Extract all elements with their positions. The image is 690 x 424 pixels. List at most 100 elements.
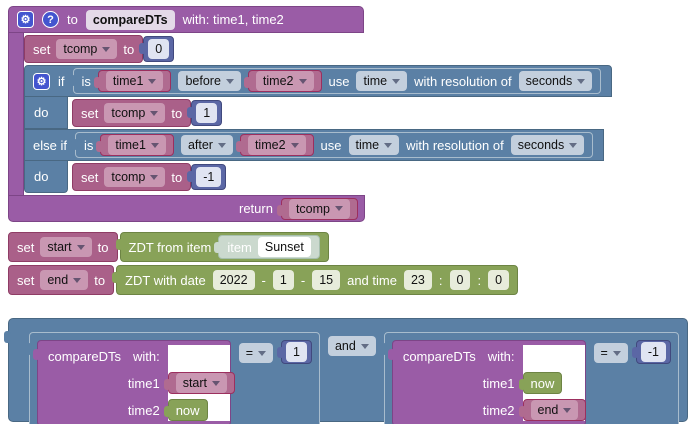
function-params-label: with: time1, time2 [182, 12, 284, 27]
number-block[interactable]: 1 [187, 100, 223, 126]
argument-sockets: start now [163, 345, 236, 421]
item-name-field[interactable]: Sunset [257, 237, 311, 257]
number-block[interactable]: 1 [277, 340, 312, 364]
to-label: to [171, 105, 183, 121]
variable-dropdown[interactable]: start [175, 373, 228, 393]
gear-icon[interactable]: ⚙ [17, 11, 34, 28]
dropdown-arrow-icon [258, 350, 267, 356]
set-variable-block[interactable]: set tcomp to [72, 163, 192, 191]
number-field[interactable]: 1 [196, 103, 218, 123]
if-condition-row[interactable]: ⚙ if is time1 before [24, 65, 613, 97]
set-variable-block[interactable]: set tcomp to [24, 35, 144, 63]
dropdown-arrow-icon [150, 110, 159, 116]
now-block[interactable]: now [163, 399, 208, 421]
variable-get-block[interactable]: start [163, 372, 236, 394]
equality-compare-block[interactable]: compareDTs with: time1 time2 start [25, 332, 320, 424]
number-field[interactable]: -1 [196, 167, 222, 187]
year-field[interactable]: 2022 [212, 270, 255, 290]
logic-operator-dropdown[interactable]: and [327, 336, 376, 356]
source-dropdown[interactable]: time [356, 71, 408, 91]
dropdown-arrow-icon [335, 206, 343, 211]
operator-dropdown[interactable]: = [238, 343, 274, 363]
variable-dropdown[interactable]: tcomp [56, 39, 118, 59]
datetime-compare-block[interactable]: is time1 after time2 [70, 132, 594, 158]
dash-separator: - [300, 272, 306, 288]
variable-dropdown[interactable]: start [40, 237, 92, 257]
item-block[interactable]: item Sunset [214, 235, 320, 259]
minute-field[interactable]: 0 [449, 270, 471, 290]
set-label: set [81, 169, 99, 185]
variable-dropdown[interactable]: time1 [105, 71, 164, 91]
function-header[interactable]: ⚙ ? to compareDTs with: time1, time2 [8, 6, 364, 33]
number-block[interactable]: -1 [631, 340, 671, 364]
variable-get-block[interactable]: tcomp [276, 197, 358, 220]
variable-dropdown[interactable]: tcomp [104, 167, 166, 187]
to-label: to [97, 239, 109, 255]
resolution-dropdown[interactable]: seconds [518, 71, 593, 91]
hour-field[interactable]: 23 [403, 270, 432, 290]
variable-get-block[interactable]: time2 [243, 70, 322, 92]
zdt-with-date-label: ZDT with date [125, 272, 206, 288]
zdt-from-item-block[interactable]: ZDT from item item Sunset [115, 232, 329, 262]
variable-get-block[interactable]: time1 [96, 134, 174, 156]
function-name-field[interactable]: compareDTs [85, 9, 175, 30]
param-label: time2 [127, 402, 160, 418]
dropdown-arrow-icon [73, 277, 82, 283]
month-field[interactable]: 1 [272, 270, 294, 290]
variable-dropdown[interactable]: tcomp [288, 198, 350, 219]
function-call-block[interactable]: compareDTs with: time1 time2 now [387, 340, 587, 424]
set-end-statement[interactable]: set end to ZDT with date 2022 - 1 - 15 a… [8, 265, 519, 295]
elseif-condition-row[interactable]: else if is time1 after [24, 129, 605, 161]
second-field[interactable]: 0 [488, 270, 510, 290]
help-icon[interactable]: ? [42, 11, 59, 28]
number-block[interactable]: 0 [139, 36, 175, 62]
variable-get-block[interactable]: time2 [235, 134, 314, 156]
variable-dropdown[interactable]: time2 [255, 71, 314, 91]
operator-dropdown[interactable]: = [593, 343, 628, 363]
use-label: use [320, 137, 342, 153]
dropdown-arrow-icon [76, 244, 85, 250]
operator-dropdown[interactable]: after [180, 135, 233, 155]
number-field[interactable]: -1 [640, 342, 666, 362]
zdt-with-date-block[interactable]: ZDT with date 2022 - 1 - 15 and time 23 … [112, 265, 519, 295]
number-block[interactable]: -1 [187, 164, 227, 190]
variable-get-block[interactable]: end [518, 399, 587, 421]
variable-dropdown[interactable]: time2 [247, 135, 306, 155]
function-return-row[interactable]: return tcomp [8, 195, 365, 222]
function-definition-block[interactable]: ⚙ ? to compareDTs with: time1, time2 set… [8, 6, 613, 222]
if-label: if [58, 73, 65, 89]
and-logic-block[interactable]: compareDTs with: time1 time2 start [4, 318, 688, 424]
empty-socket[interactable] [523, 345, 585, 367]
dropdown-arrow-icon [298, 78, 307, 84]
set-variable-block[interactable]: set tcomp to [72, 99, 192, 127]
set-start-statement[interactable]: set start to ZDT from item item Sunset [8, 232, 329, 262]
variable-dropdown[interactable]: tcomp [104, 103, 166, 123]
variable-get-block[interactable]: time1 [93, 70, 172, 92]
with-label: with: [132, 348, 160, 364]
gear-icon[interactable]: ⚙ [33, 72, 50, 90]
variable-dropdown[interactable]: end [40, 270, 89, 290]
operator-dropdown[interactable]: before [178, 71, 241, 91]
to-label: to [94, 272, 106, 288]
resolution-label: with resolution of [414, 73, 512, 89]
now-block[interactable]: now [518, 372, 563, 394]
to-label: to [123, 41, 135, 57]
source-dropdown[interactable]: time [348, 135, 400, 155]
equality-compare-block[interactable]: compareDTs with: time1 time2 now [379, 332, 679, 424]
now-label: now [530, 375, 555, 391]
function-call-block[interactable]: compareDTs with: time1 time2 start [33, 340, 236, 424]
set-variable-block[interactable]: set start to [8, 232, 118, 262]
do-label: do [24, 161, 68, 193]
empty-socket[interactable] [168, 345, 230, 367]
number-field[interactable]: 0 [148, 39, 170, 59]
elseif-label: else if [33, 137, 67, 153]
resolution-dropdown[interactable]: seconds [510, 135, 585, 155]
datetime-compare-block[interactable]: is time1 before time2 [68, 68, 602, 94]
if-block[interactable]: ⚙ if is time1 before [24, 65, 613, 193]
variable-dropdown[interactable]: time1 [108, 135, 166, 155]
number-field[interactable]: 1 [286, 342, 307, 362]
set-variable-block[interactable]: set end to [8, 265, 115, 295]
use-label: use [328, 73, 350, 89]
day-field[interactable]: 15 [312, 270, 341, 290]
variable-dropdown[interactable]: end [530, 400, 579, 420]
